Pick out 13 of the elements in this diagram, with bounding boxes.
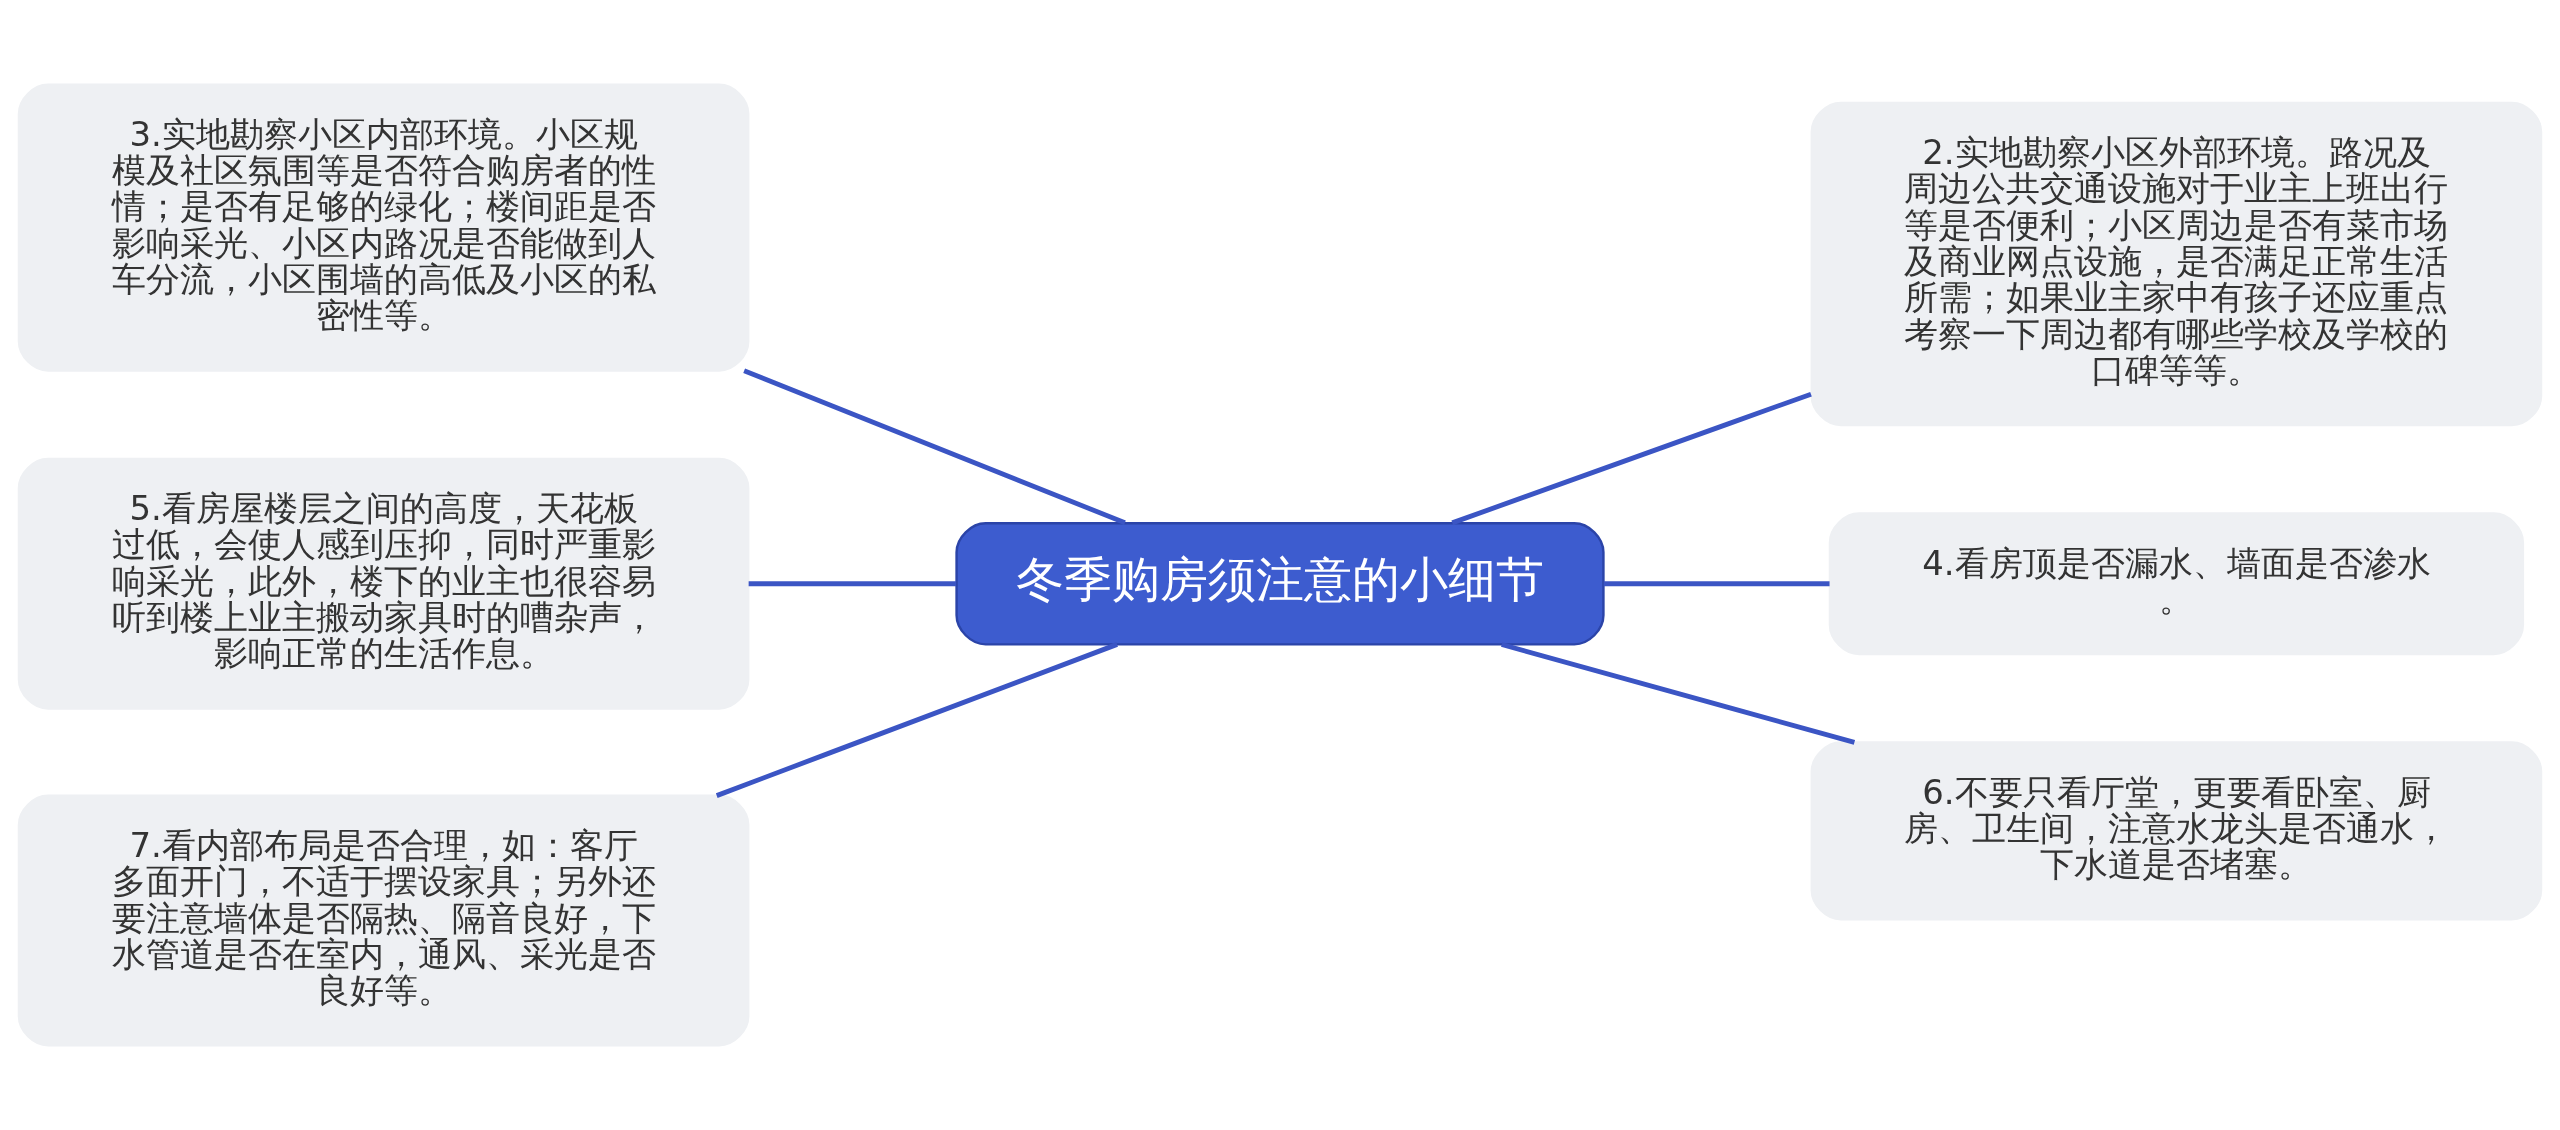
connector [1451, 391, 1812, 526]
connector [715, 642, 1118, 798]
node-box: 冬季购房须注意的小细节 [955, 522, 1605, 646]
connector [748, 581, 957, 587]
node-box: 5.看房屋楼层之间的高度，天花板过低，会使人感到压抑，同时严重影响采光，此外，楼下的业主也很容易听到楼上业主搬动家具时的嘈杂声，影响正常的生活作息。 [17, 457, 750, 710]
connector [743, 368, 1126, 526]
connector [1501, 642, 1856, 745]
node-box: 3.实地勘察小区内部环境。小区规模及社区氛围等是否符合购房者的性情；是否有足够的绿化；楼间距是否影响采光、小区内路况是否能做到人车分流，小区围墙的高低及小区的私密性等。 [17, 83, 750, 372]
node-box: 7.看内部布局是否合理，如：客厅多面开门，不适于摆设家具；另外还要注意墙体是否隔热、隔音良好，下水管道是否在室内，通风、采光是否良好等。 [17, 794, 750, 1047]
node-box: 4.看房顶是否漏水、墙面是否渗水。 [1828, 512, 2525, 656]
node-box: 2.实地勘察小区外部环境。路况及周边公共交通设施对于业主上班出行等是否便利；小区周边是否有菜市场及商业网点设施，是否满足正常生活所需；如果业主家中有孩子还应重点考察一下周边都有哪些学校及学校的口碑等等。 [1810, 101, 2543, 427]
node-box: 6.不要只看厅堂，更要看卧室、厨房、卫生间，注意水龙头是否通水，下水道是否堵塞。 [1810, 741, 2543, 921]
connector [1603, 581, 1830, 587]
